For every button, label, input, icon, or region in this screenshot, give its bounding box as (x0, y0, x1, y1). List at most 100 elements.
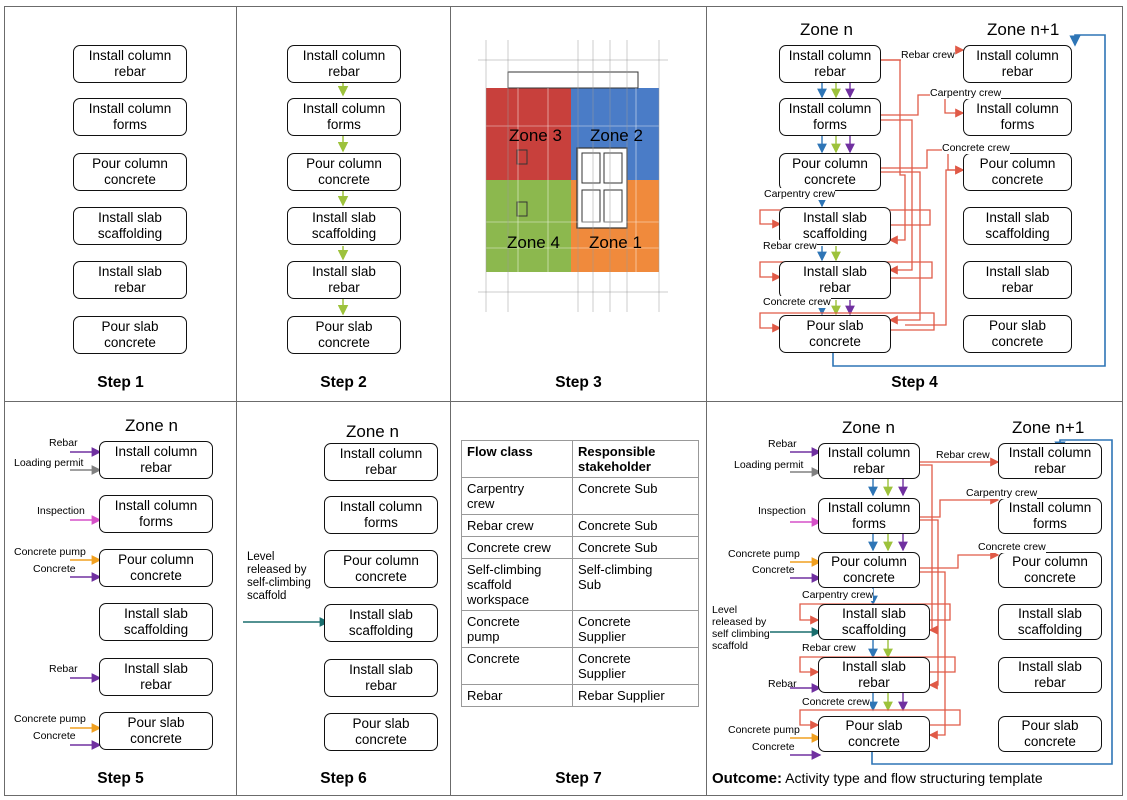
table-cell: Rebar crew (461, 514, 573, 537)
o-zn-install-slab-scaffolding: Install slab scaffolding (818, 604, 930, 640)
o-loading-permit-label: Loading permit (734, 459, 804, 471)
o-carpentry-crew-top: Carpentry crew (966, 487, 1038, 499)
table-cell: Concrete Supplier (572, 610, 699, 648)
floor-plan (478, 40, 668, 312)
o-zn-install-column-forms: Install column forms (818, 498, 920, 534)
s2-install-column-forms: Install column forms (287, 98, 401, 136)
table-cell: Concrete Sub (572, 514, 699, 537)
s4-zn1-install-slab-rebar: Install slab rebar (963, 261, 1072, 299)
s6-install-slab-scaffolding: Install slab scaffolding (324, 604, 438, 642)
s4-zn-install-slab-rebar: Install slab rebar (779, 261, 891, 299)
table-row: Concrete crew Concrete Sub (461, 536, 699, 559)
step-5-label: Step 5 (97, 770, 144, 787)
step-7-label: Step 7 (555, 770, 602, 787)
o-concrete-pump-label: Concrete pump (728, 548, 800, 560)
o-concrete-label-2: Concrete (752, 741, 795, 753)
s4-zn-install-column-forms: Install column forms (779, 98, 881, 136)
table-row: Self-climbing scaffold workspace Self-cl… (461, 558, 699, 611)
o-concrete-label: Concrete (752, 564, 795, 576)
step4-zone-n1-title: Zone n+1 (987, 20, 1060, 39)
s5-concrete-label: Concrete (33, 563, 76, 575)
s6-pour-column-concrete: Pour column concrete (324, 550, 438, 588)
s5-pour-column-concrete: Pour column concrete (99, 549, 213, 587)
table-row: Carpentry crew Concrete Sub (461, 477, 699, 515)
o-inspection-label: Inspection (758, 505, 806, 517)
step6-zone-n-title: Zone n (346, 422, 399, 441)
s4-concrete-crew-left: Concrete crew (763, 296, 831, 308)
s5-concrete-pump-label: Concrete pump (14, 546, 86, 558)
zone-3-label: Zone 3 (509, 126, 562, 145)
zone-4-label: Zone 4 (507, 233, 560, 252)
s4-zn1-install-slab-scaffolding: Install slab scaffolding (963, 207, 1072, 245)
table-row: Concrete Concrete Supplier (461, 647, 699, 685)
s5-install-slab-rebar: Install slab rebar (99, 658, 213, 696)
s5-install-slab-scaffolding: Install slab scaffolding (99, 603, 213, 641)
s6-level-released-label: Level released by self-climbing scaffold (247, 551, 311, 602)
o-zn1-install-slab-scaffolding: Install slab scaffolding (998, 604, 1102, 640)
table-header-flow-class: Flow class (461, 440, 573, 478)
s1-install-slab-rebar: Install slab rebar (73, 261, 187, 299)
s4-concrete-crew-top: Concrete crew (942, 142, 1010, 154)
s5-pour-slab-concrete: Pour slab concrete (99, 712, 213, 750)
s1-install-slab-scaffolding: Install slab scaffolding (73, 207, 187, 245)
s5-concrete-label-2: Concrete (33, 730, 76, 742)
s6-pour-slab-concrete: Pour slab concrete (324, 713, 438, 751)
s6-install-slab-rebar: Install slab rebar (324, 659, 438, 697)
s2-pour-column-concrete: Pour column concrete (287, 153, 401, 191)
s2-pour-slab-concrete: Pour slab concrete (287, 316, 401, 354)
s5-install-column-rebar: Install column rebar (99, 441, 213, 479)
o-zn1-pour-slab-concrete: Pour slab concrete (998, 716, 1102, 752)
table-cell: Self-climbing Sub (572, 558, 699, 611)
table-header-stakeholder: Responsible stakeholder (572, 440, 699, 478)
s5-loading-permit-label: Loading permit (14, 457, 84, 469)
o-zn-pour-column-concrete: Pour column concrete (818, 552, 920, 588)
table-cell: Concrete Sub (572, 477, 699, 515)
step5-inputs (70, 447, 102, 750)
s4-zn1-pour-column-concrete: Pour column concrete (963, 153, 1072, 191)
s4-zn1-pour-slab-concrete: Pour slab concrete (963, 315, 1072, 353)
step5-zone-n-title: Zone n (125, 416, 178, 435)
table-cell: Carpentry crew (461, 477, 573, 515)
o-rebar-crew-top: Rebar crew (936, 449, 990, 461)
table-cell: Concrete crew (461, 536, 573, 559)
o-carpentry-crew-left: Carpentry crew (802, 589, 874, 601)
outcome-label: Outcome: (712, 770, 783, 787)
table-cell: Concrete Supplier (572, 647, 699, 685)
s4-zn1-install-column-forms: Install column forms (963, 98, 1072, 136)
s4-zn-pour-column-concrete: Pour column concrete (779, 153, 881, 191)
s4-carpentry-crew-left: Carpentry crew (764, 188, 836, 200)
s4-zn1-install-column-rebar: Install column rebar (963, 45, 1072, 83)
zone-1-label: Zone 1 (589, 233, 642, 252)
o-zn-install-slab-rebar: Install slab rebar (818, 657, 930, 693)
s4-zn-install-column-rebar: Install column rebar (779, 45, 881, 83)
s5-rebar-input-label: Rebar (49, 437, 78, 449)
step-2-label: Step 2 (320, 374, 367, 391)
outcome-caption: Outcome: Activity type and flow structur… (712, 770, 1043, 787)
s2-install-slab-scaffolding: Install slab scaffolding (287, 207, 401, 245)
table-cell: Concrete Sub (572, 536, 699, 559)
o-level-released-label: Level released by self climbing scaffold (712, 604, 770, 652)
outcome-zone-n1-title: Zone n+1 (1012, 418, 1085, 437)
s4-rebar-crew-left: Rebar crew (763, 240, 817, 252)
outcome-text: Activity type and flow structuring templ… (782, 770, 1043, 786)
s6-install-column-rebar: Install column rebar (324, 443, 438, 481)
o-rebar-input-label-2: Rebar (768, 678, 797, 690)
s2-install-slab-rebar: Install slab rebar (287, 261, 401, 299)
o-zn1-install-slab-rebar: Install slab rebar (998, 657, 1102, 693)
s5-install-column-forms: Install column forms (99, 495, 213, 533)
s4-zn-install-slab-scaffolding: Install slab scaffolding (779, 207, 891, 245)
s4-rebar-crew-top: Rebar crew (901, 49, 955, 61)
s1-install-column-rebar: Install column rebar (73, 45, 187, 83)
step-6-label: Step 6 (320, 770, 367, 787)
table-row: Rebar Rebar Supplier (461, 684, 699, 707)
s1-install-column-forms: Install column forms (73, 98, 187, 136)
s1-pour-column-concrete: Pour column concrete (73, 153, 187, 191)
s5-inspection-label: Inspection (37, 505, 85, 517)
table-cell: Self-climbing scaffold workspace (461, 558, 573, 611)
s6-install-column-forms: Install column forms (324, 496, 438, 534)
o-concrete-crew-top: Concrete crew (978, 541, 1046, 553)
outcome-connectors (770, 439, 1113, 765)
s1-pour-slab-concrete: Pour slab concrete (73, 316, 187, 354)
o-zn1-install-column-forms: Install column forms (998, 498, 1102, 534)
